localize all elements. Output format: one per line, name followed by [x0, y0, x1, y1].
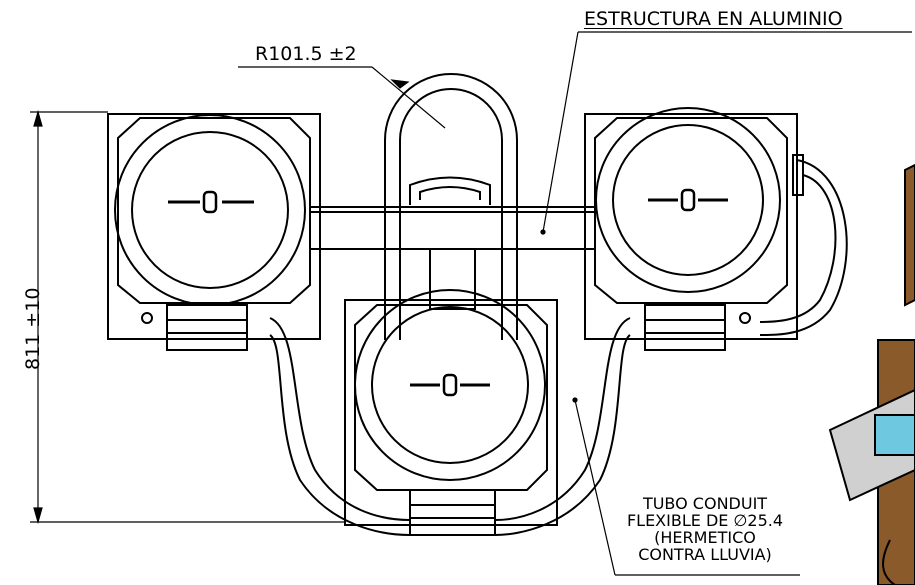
conduit-line-4: CONTRA LLUVIA)	[638, 545, 772, 564]
radius-dimension-label: R101.5 ±2	[255, 43, 357, 65]
structure-leader	[540, 31, 912, 235]
height-dimension	[30, 109, 345, 525]
conduit-line-1: TUBO CONDUIT	[642, 494, 768, 513]
left-lamp	[107, 113, 321, 351]
center-lamp	[344, 289, 558, 536]
radius-leader	[238, 66, 446, 129]
top-arch-tube	[384, 73, 518, 340]
conduit-leader	[572, 397, 800, 576]
aluminum-beam	[309, 206, 596, 310]
adjacent-equipment	[828, 163, 915, 585]
conduit-line-3: (HERMETICO	[654, 528, 756, 547]
height-dimension-label: 811 ±10	[22, 287, 44, 370]
conduit-label: TUBO CONDUIT FLEXIBLE DE ∅25.4 (HERMETIC…	[600, 495, 810, 563]
right-lamp	[584, 107, 804, 351]
structure-label: ESTRUCTURA EN ALUMINIO	[584, 8, 843, 30]
flexible-conduit	[269, 159, 848, 536]
conduit-line-2: FLEXIBLE DE ∅25.4	[626, 511, 784, 530]
